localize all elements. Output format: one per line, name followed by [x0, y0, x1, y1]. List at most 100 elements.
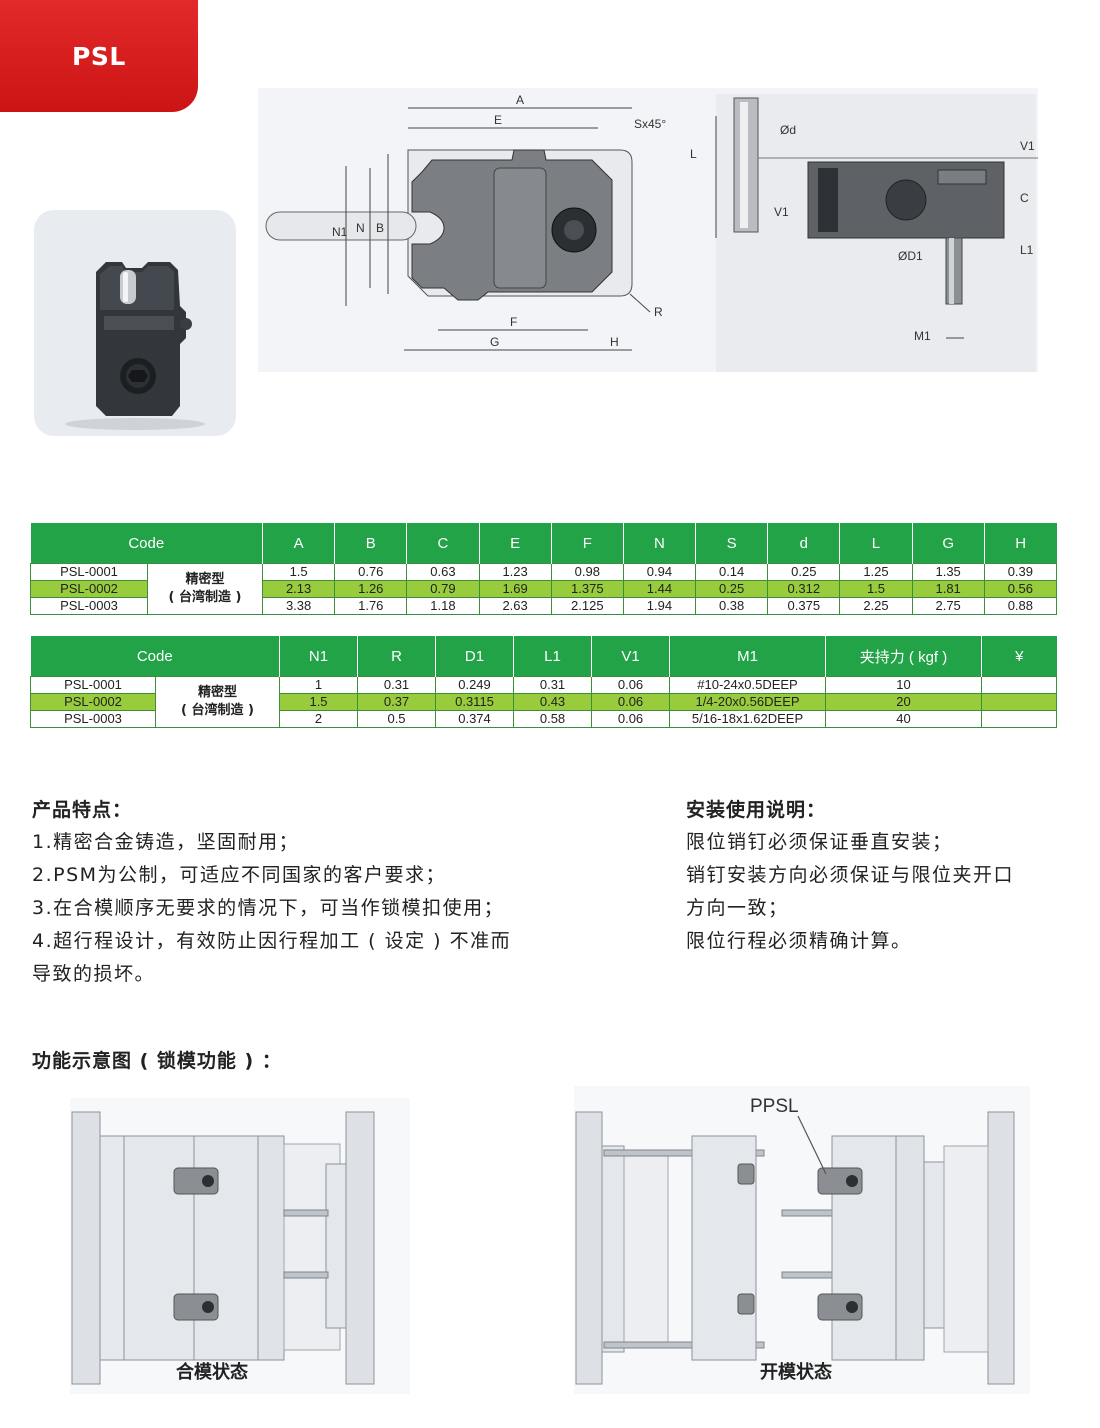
- install-title: 安装使用说明：: [686, 799, 827, 821]
- value-cell: 20: [825, 693, 983, 711]
- value-cell: 0.312: [767, 580, 841, 598]
- value-cell: 0.31: [357, 676, 437, 694]
- value-cell: 1.76: [334, 597, 408, 615]
- feature-line: 导致的损坏。: [32, 963, 156, 985]
- table-row: PSL-0001 精密型 ( 台湾制造 ) 1.5 0.76 0.63 1.23…: [30, 563, 1058, 615]
- value-cell: 1.94: [622, 597, 697, 615]
- value-cell: 1.26: [334, 580, 408, 598]
- dim-label-m1: M1: [914, 329, 931, 343]
- value-cell: 1.44: [622, 580, 697, 598]
- col-header-m1: M1: [669, 636, 826, 677]
- product-tag-label: PSL: [72, 42, 126, 71]
- value-cell: 1.23: [478, 563, 552, 581]
- value-cell: 2.13: [262, 580, 336, 598]
- value-cell: 0.374: [435, 710, 515, 728]
- value-cell: [981, 693, 1057, 711]
- value-cell: 0.76: [334, 563, 408, 581]
- code-cell: PSL-0003: [30, 597, 148, 615]
- value-cell: 2.63: [478, 597, 552, 615]
- feature-line: 4.超行程设计，有效防止因行程加工 ( 设定 ) 不准而: [32, 930, 512, 952]
- dim-label-r: R: [654, 305, 663, 319]
- value-cell: [981, 676, 1057, 694]
- value-cell: 1.18: [406, 597, 480, 615]
- install-line: 限位销钉必须保证垂直安装；: [686, 831, 953, 853]
- col-header-code: Code: [30, 523, 263, 564]
- type-label: 精密型: [198, 685, 238, 700]
- col-header-e: E: [478, 523, 552, 564]
- value-cell: 10: [825, 676, 983, 694]
- features-title: 产品特点：: [32, 799, 133, 821]
- origin-label: ( 台湾制造 ): [181, 703, 254, 718]
- value-cell: 1.375: [550, 580, 624, 598]
- table-row: PSL-0002 2.13 1.26 0.79 1.69 1.375 1.44 …: [30, 580, 1058, 598]
- value-cell: 0.31: [513, 676, 593, 694]
- col-header-price: ¥: [981, 636, 1057, 677]
- product-photo-image: [65, 262, 205, 430]
- dim-label-f: F: [510, 315, 517, 329]
- code-cell: PSL-0002: [30, 693, 156, 711]
- value-cell: 1: [279, 676, 359, 694]
- value-cell: 0.98: [550, 563, 624, 581]
- feature-line: 1.精密合金铸造，坚固耐用；: [32, 831, 300, 853]
- value-cell: [981, 710, 1057, 728]
- col-header-s: S: [695, 523, 768, 564]
- value-cell: 1.81: [911, 580, 985, 598]
- value-cell: 0.39: [983, 563, 1058, 581]
- dim-label-b: B: [376, 221, 384, 235]
- value-cell: 40: [825, 710, 983, 728]
- closed-mold-svg: 合模状态: [70, 1098, 410, 1394]
- value-cell: 0.38: [695, 597, 769, 615]
- col-header-d1: D1: [435, 636, 514, 677]
- dim-label-l1: L1: [1020, 243, 1034, 257]
- drawing-svg: A E Sx45° F G H R N1 N B L Ød V1 V1 C: [258, 88, 1041, 372]
- dim-label-v1-left: V1: [774, 205, 789, 219]
- open-mold-svg: PPSL 开模状态: [574, 1086, 1030, 1394]
- dim-label-g: G: [490, 335, 499, 349]
- col-header-d: d: [767, 523, 840, 564]
- value-cell: 1.35: [911, 563, 985, 581]
- table-row: PSL-0003 3.38 1.76 1.18 2.63 2.125 1.94 …: [30, 597, 1058, 615]
- col-header-c: C: [406, 523, 480, 564]
- col-header-l: L: [839, 523, 913, 564]
- dim-label-e: E: [494, 113, 502, 127]
- dim-label-d: Ød: [780, 123, 796, 137]
- col-header-a: A: [262, 523, 335, 564]
- value-cell: 1.25: [839, 563, 913, 581]
- install-line: 方向一致；: [686, 897, 789, 919]
- dim-label-d1: ØD1: [898, 249, 923, 263]
- product-tag: PSL: [0, 0, 198, 112]
- dim-label-v1-right: V1: [1020, 139, 1035, 153]
- col-header-v1: V1: [591, 636, 670, 677]
- value-cell: 3.38: [262, 597, 336, 615]
- closed-caption: 合模状态: [176, 1361, 248, 1383]
- feature-line: 3.在合模顺序无要求的情况下，可当作锁模扣使用；: [32, 897, 505, 919]
- value-cell: 0.63: [406, 563, 480, 581]
- ppsl-callout: PPSL: [750, 1096, 799, 1117]
- col-header-h: H: [983, 523, 1057, 564]
- value-cell: 1.5: [262, 563, 336, 581]
- value-cell: 0.25: [767, 563, 841, 581]
- dim-label-n1: N1: [332, 225, 348, 239]
- value-cell: 0.375: [767, 597, 841, 615]
- spec-table-1-header: Code A B C E F N S d L G H: [30, 523, 1057, 564]
- col-header-b: B: [334, 523, 407, 564]
- value-cell: 0.94: [622, 563, 697, 581]
- spec-table-2: Code N1 R D1 L1 V1 M1 夹持力 ( kgf ) ¥ PSL-…: [30, 636, 1057, 728]
- value-cell: 0.79: [406, 580, 480, 598]
- closed-mold-figure: 合模状态: [70, 1098, 410, 1394]
- value-cell: 2: [279, 710, 359, 728]
- feature-line: 2.PSM为公制，可适应不同国家的客户要求；: [32, 864, 447, 886]
- code-cell: PSL-0002: [30, 580, 148, 598]
- col-header-n1: N1: [279, 636, 358, 677]
- col-header-f: F: [550, 523, 624, 564]
- value-cell: 1.5: [279, 693, 359, 711]
- value-cell: 0.06: [591, 676, 671, 694]
- col-header-g: G: [911, 523, 985, 564]
- dim-label-c: C: [1020, 191, 1029, 205]
- dim-label-h: H: [610, 335, 619, 349]
- value-cell: 1.5: [839, 580, 913, 598]
- value-cell: 2.125: [550, 597, 624, 615]
- product-photo: [34, 210, 236, 436]
- value-cell: 1.69: [478, 580, 552, 598]
- col-header-r: R: [357, 636, 436, 677]
